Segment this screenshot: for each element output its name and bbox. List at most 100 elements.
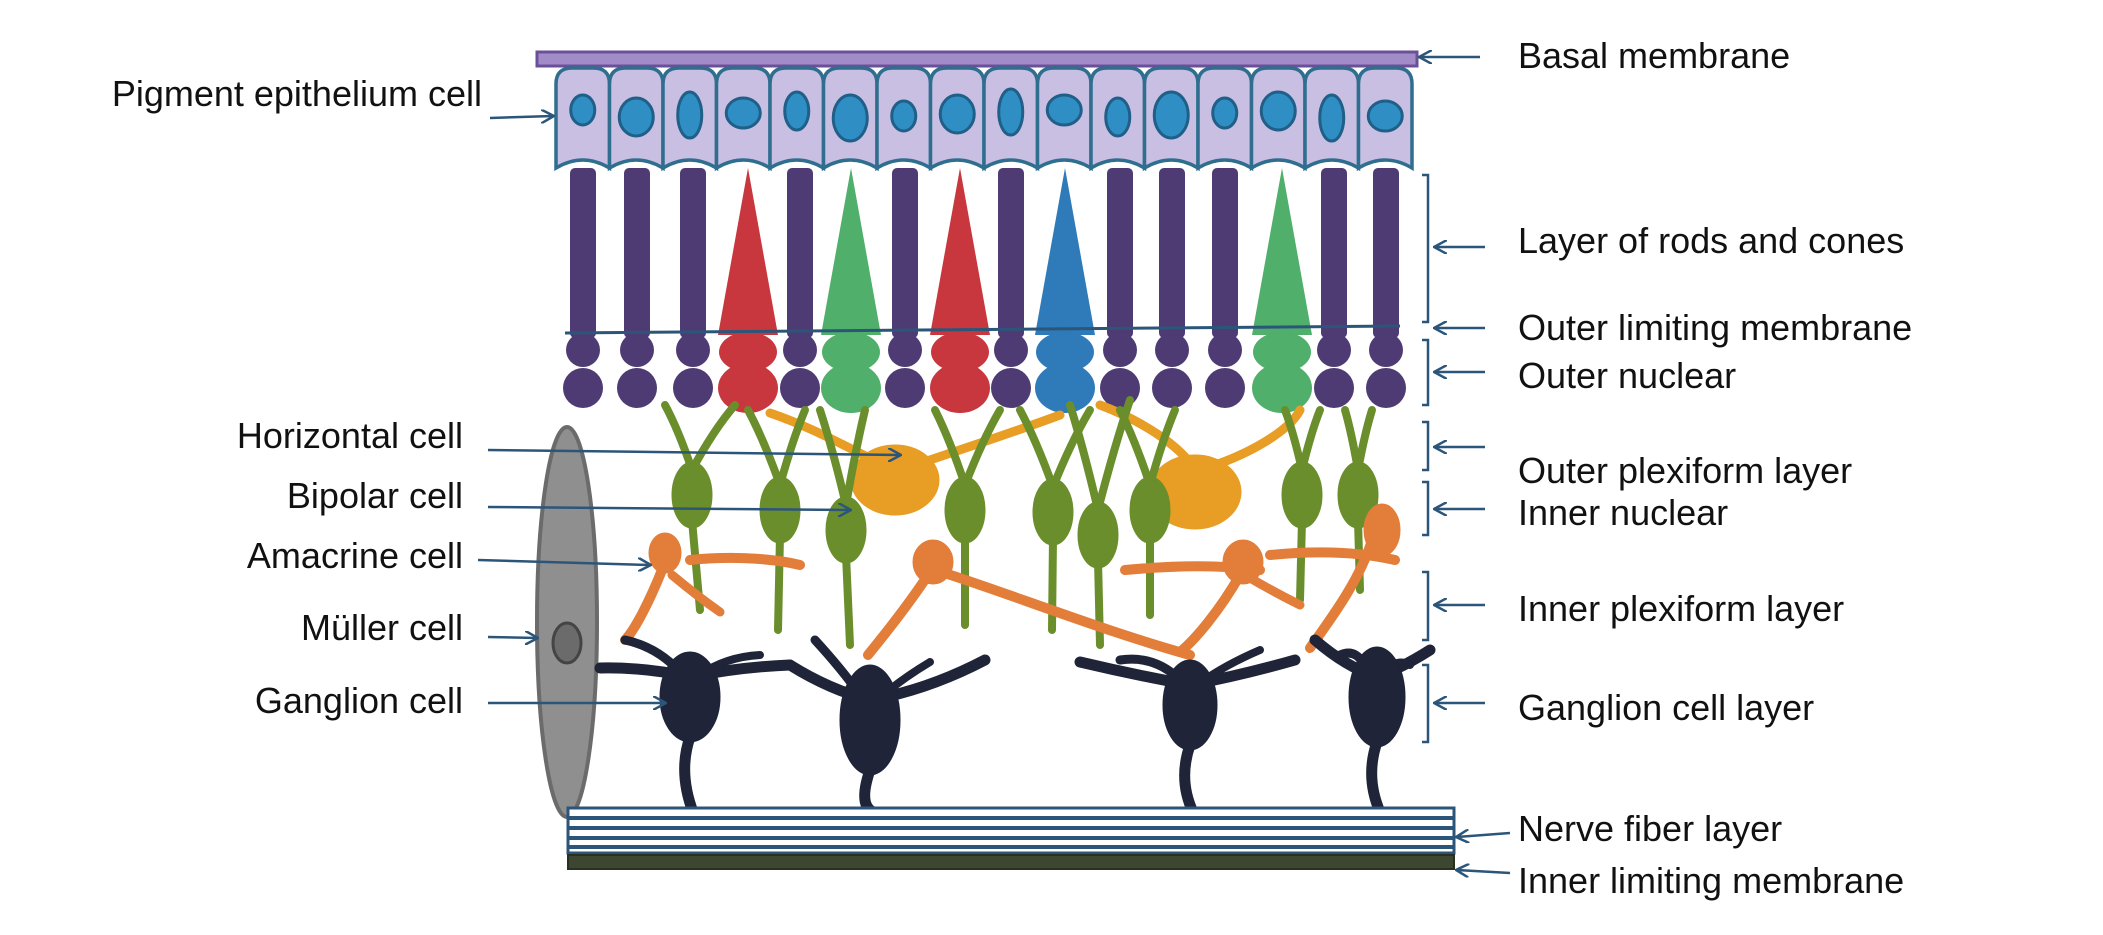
cone-outer-segment [718, 168, 778, 335]
muller-cell [535, 425, 599, 819]
bipolar-dendrite [744, 406, 784, 489]
bipolar-soma [825, 496, 867, 564]
rod-nucleus [1152, 368, 1192, 408]
rod-cell [885, 168, 925, 408]
pigment-nucleus [617, 96, 655, 138]
cone-nucleus [718, 363, 778, 413]
cone-inner-body [1036, 332, 1094, 372]
label-basal-membrane: Basal membrane [1518, 35, 1790, 76]
label-horizontal: Horizontal cell [237, 415, 463, 456]
label-bipolar: Bipolar cell [287, 475, 463, 516]
right-labels: Basal membrane Layer of rods and cones O… [1518, 35, 1912, 901]
bipolar-axon [842, 551, 854, 649]
rod-outer-segment [1373, 168, 1399, 338]
rod-cell [673, 168, 713, 408]
pigment-nucleus [1152, 90, 1190, 140]
pigment-nucleus [831, 93, 869, 143]
pigment-epithelium-cell [554, 66, 612, 172]
outer-limiting-membrane-line [564, 324, 1401, 335]
bipolar-cell [1066, 396, 1134, 649]
pigment-nucleus [1211, 96, 1239, 130]
bipolar-soma [671, 461, 713, 529]
rod-cell [617, 168, 657, 408]
bipolar-soma [1337, 461, 1379, 529]
pigment-epithelium-cell [768, 66, 826, 172]
cone-outer-segment [930, 168, 990, 335]
ganglion-cell [784, 635, 991, 818]
pigment-nucleus [1045, 93, 1083, 127]
bipolar-dendrite [1066, 401, 1102, 514]
rod-outer-segment [998, 168, 1024, 338]
amacrine-cells [620, 503, 1401, 660]
ganglion-axon [679, 731, 699, 818]
bipolar-soma [1129, 476, 1171, 544]
bipolar-axon [1296, 516, 1306, 604]
ganglion-axon [1366, 736, 1386, 818]
photoreceptor-layer [563, 168, 1406, 413]
cone-nucleus [1035, 363, 1095, 413]
rod-inner-body [888, 333, 922, 367]
bipolar-dendrite [961, 406, 1004, 489]
basal-membrane [535, 50, 1419, 68]
rod-outer-segment [892, 168, 918, 338]
pigment-epithelium-cell [714, 66, 772, 172]
layer-brackets [1422, 173, 1430, 744]
bipolar-dendrite [1354, 406, 1376, 474]
label-rods-cones: Layer of rods and cones [1518, 220, 1904, 261]
inner-limiting-membrane [567, 854, 1455, 870]
cone-inner-body [719, 332, 777, 372]
ganglion-soma [1162, 659, 1218, 751]
bipolar-dendrite [1298, 406, 1324, 474]
rod-outer-segment [1321, 168, 1347, 338]
label-amacrine: Amacrine cell [247, 535, 463, 576]
rod-nucleus [1314, 368, 1354, 408]
ganglion-cell [594, 635, 796, 818]
pigment-nucleus [997, 87, 1025, 137]
label-inner-plexiform: Inner plexiform layer [1518, 588, 1844, 629]
rod-inner-body [1103, 333, 1137, 367]
nerve-fiber-layer [566, 806, 1456, 855]
pigment-epithelium-cell [821, 66, 879, 172]
label-ganglion-layer: Ganglion cell layer [1518, 687, 1814, 728]
rod-inner-body [566, 333, 600, 367]
bipolar-soma [1077, 501, 1119, 569]
rod-cell [1205, 168, 1245, 408]
bipolar-axon [1048, 533, 1057, 634]
rod-inner-body [1317, 333, 1351, 367]
pigment-epithelium-cell [607, 66, 665, 172]
rod-nucleus [1100, 368, 1140, 408]
cone-cell-green [821, 168, 881, 413]
rod-cell [1100, 168, 1140, 408]
rod-inner-body [1208, 333, 1242, 367]
cone-cell-blue [1035, 168, 1095, 413]
bipolar-cell [1281, 406, 1324, 604]
pigment-epithelium-cell [1196, 66, 1254, 172]
rod-nucleus [1366, 368, 1406, 408]
cone-outer-segment [1252, 168, 1312, 335]
rod-nucleus [780, 368, 820, 408]
bipolar-soma [944, 476, 986, 544]
cone-cell-red [718, 168, 778, 413]
bipolar-axon [1094, 556, 1104, 649]
rod-cell [563, 168, 603, 408]
pigment-epithelium-cell [1356, 66, 1414, 172]
rod-nucleus [991, 368, 1031, 408]
pigment-epithelium-cell [1142, 66, 1200, 172]
rod-outer-segment [680, 168, 706, 338]
pigment-epithelium-cell [982, 66, 1040, 172]
bipolar-dendrite [816, 406, 850, 509]
label-inner-limiting-membrane: Inner limiting membrane [1518, 860, 1904, 901]
rod-outer-segment [787, 168, 813, 338]
ganglion-cell [1309, 634, 1436, 818]
rod-inner-body [1369, 333, 1403, 367]
pigment-epithelium-cell [1249, 66, 1307, 172]
cone-inner-body [931, 332, 989, 372]
pigment-nucleus [724, 96, 762, 130]
pigment-epithelium-cell [875, 66, 933, 172]
rod-nucleus [563, 368, 603, 408]
rod-cell [991, 168, 1031, 408]
rod-cell [1314, 168, 1354, 408]
rod-cell [1152, 168, 1192, 408]
